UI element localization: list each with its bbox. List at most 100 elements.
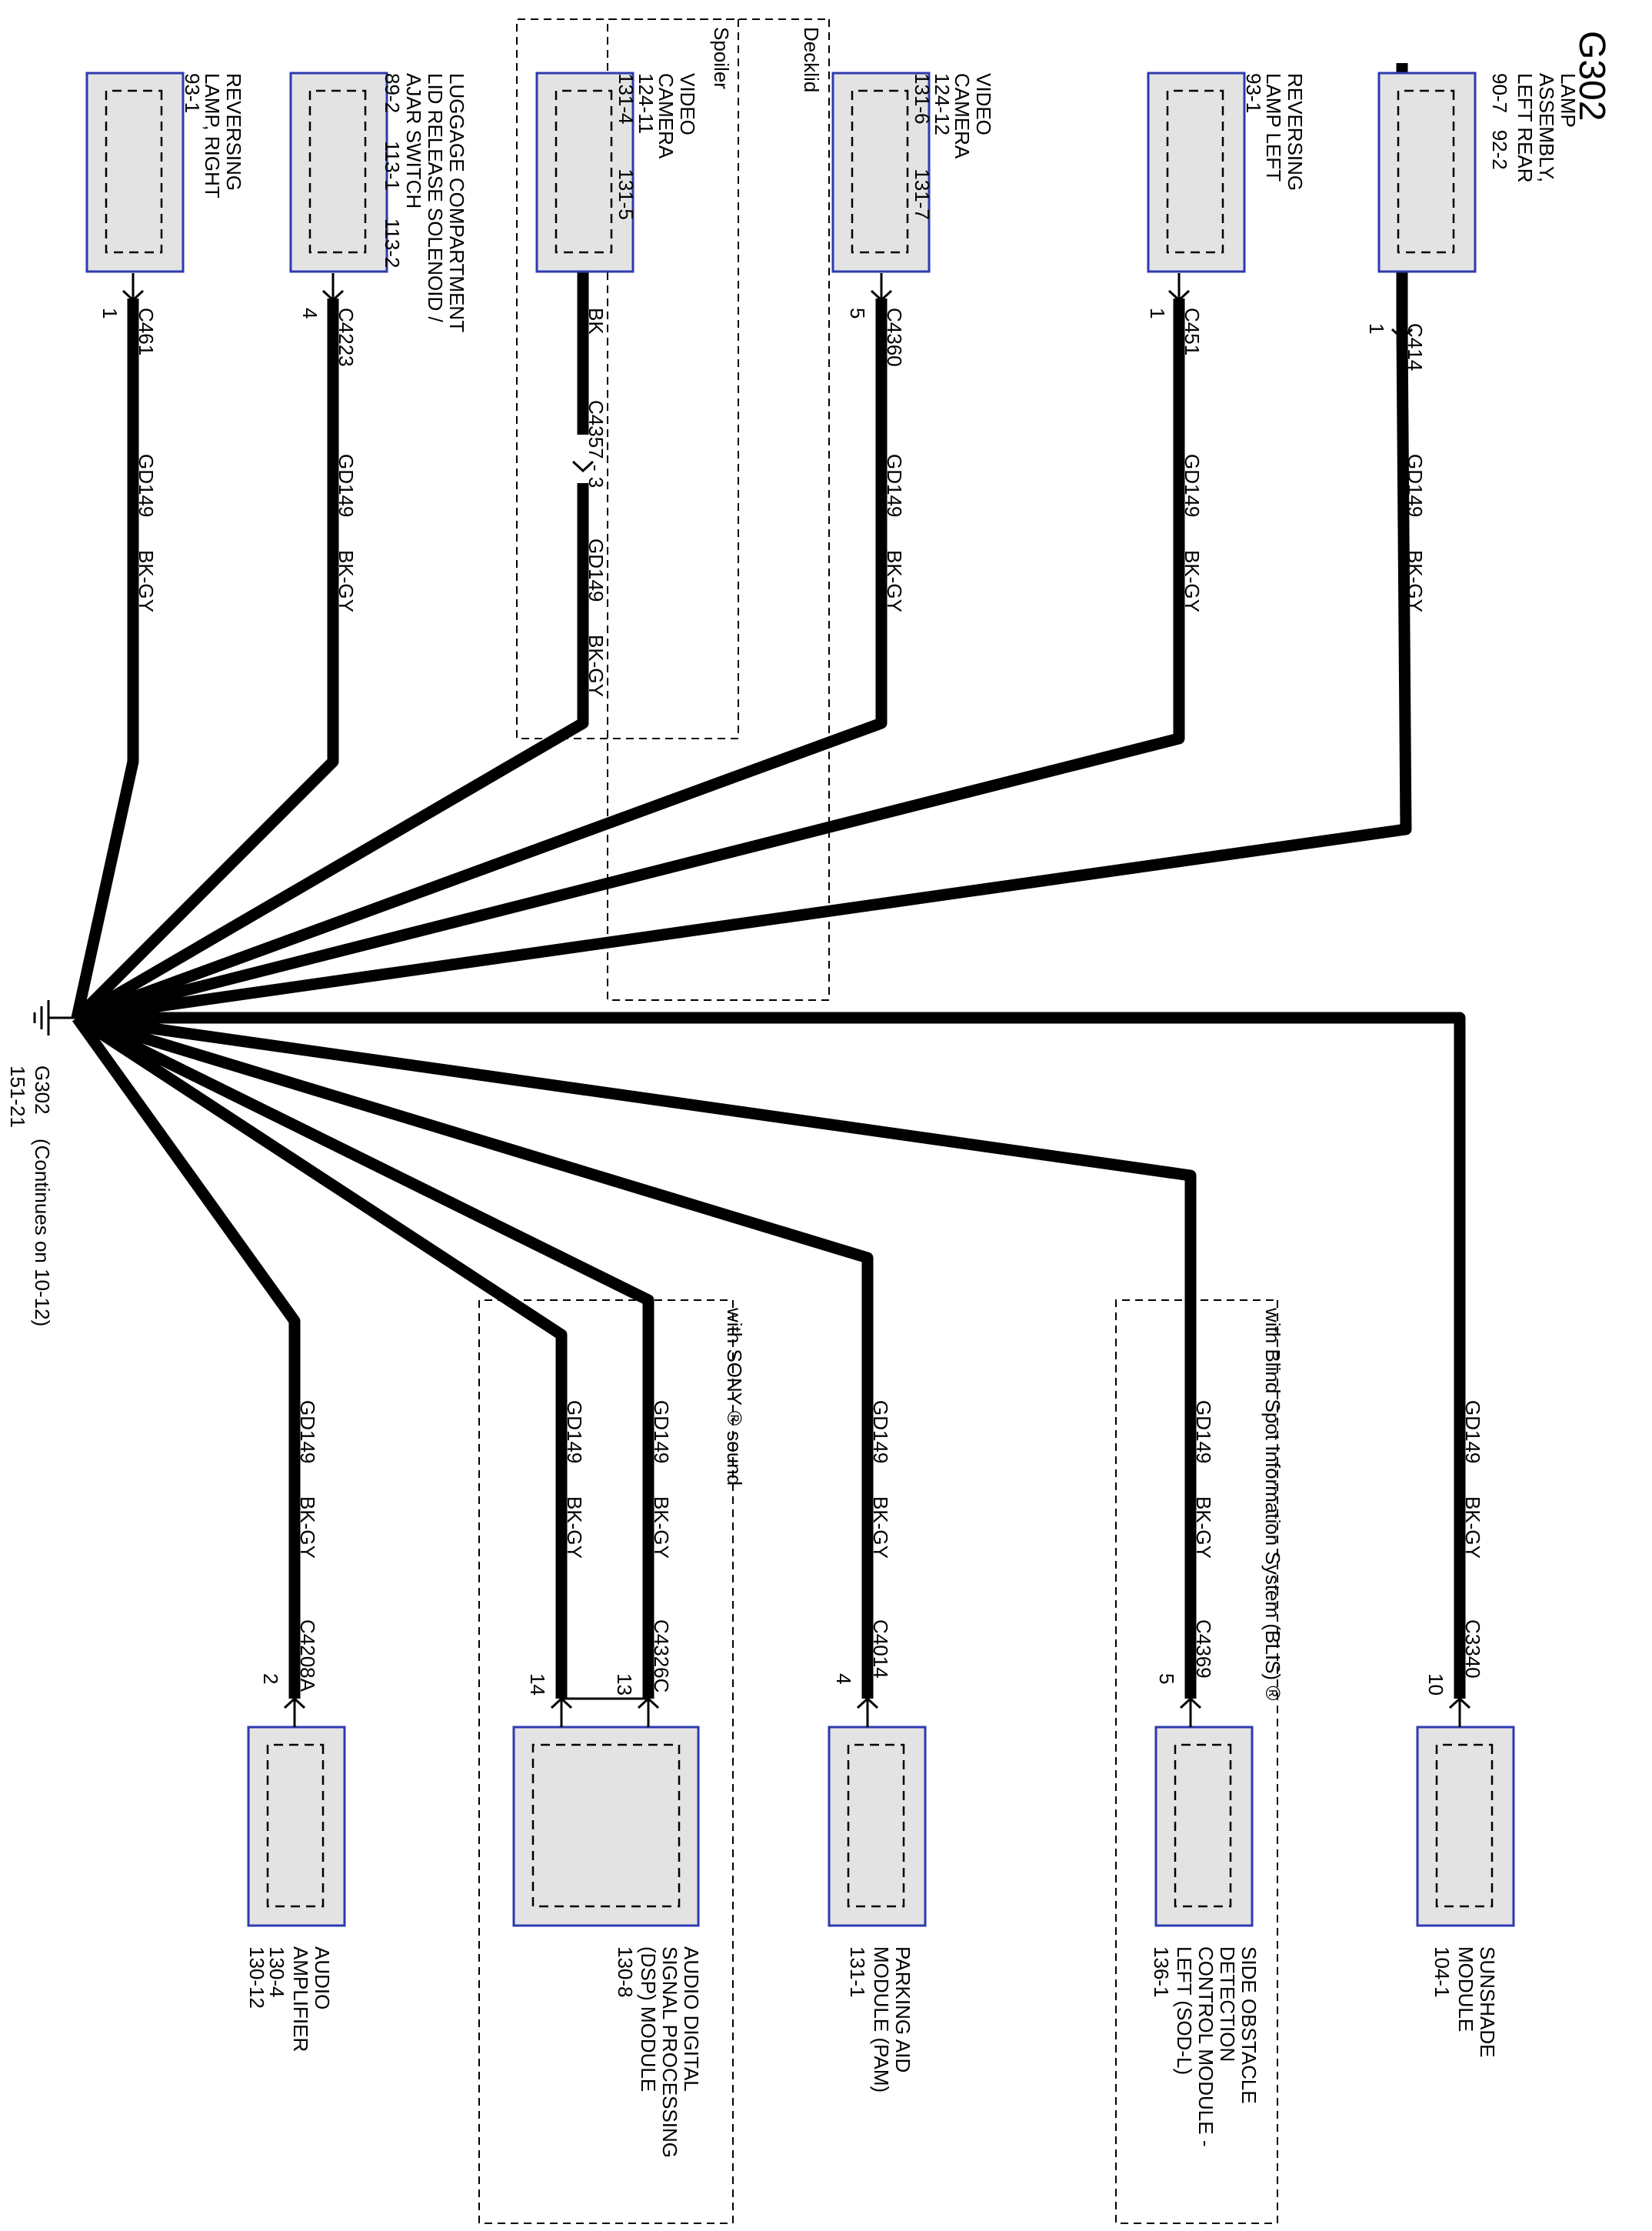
ground-name: G302 xyxy=(31,1065,54,1115)
pin-c4326c-14: 14 xyxy=(526,1673,549,1696)
connector-c4369: C4369 xyxy=(1192,1619,1215,1679)
label-luggage-compartment: LUGGAGE COMPARTMENT LID RELEASE SOLENOID… xyxy=(402,73,468,333)
module-reversing-lamp-right xyxy=(85,72,185,273)
wire-circuit-c4357: GD149 xyxy=(585,539,608,602)
label-sunshade-module: SUNSHADE MODULE xyxy=(1454,1946,1499,2058)
wire-color-c4208a: BK-GY xyxy=(296,1496,319,1559)
wire-c4326c-14 xyxy=(73,1012,568,1699)
pin-c4360: 5 xyxy=(846,308,869,319)
module-sod-l xyxy=(1154,1726,1254,1927)
module-reversing-lamp-left xyxy=(1147,72,1246,273)
pin-c414: 1 xyxy=(1365,323,1388,335)
module-video-camera-spoiler xyxy=(535,72,634,273)
label-lamp-assembly-left-rear: LAMP ASSEMBLY, LEFT REAR xyxy=(1514,73,1580,183)
pin-c3340: 10 xyxy=(1424,1673,1447,1696)
connector-c4360: C4360 xyxy=(883,308,906,367)
module-pam xyxy=(828,1726,927,1927)
refs-lamp-assembly-left-rear: 90-7 92-2 xyxy=(1488,73,1511,170)
label-dsp: AUDIO DIGITAL SIGNAL PROCESSING (DSP) MO… xyxy=(637,1946,703,2158)
wire-color-c4357-stub: BK xyxy=(585,308,608,335)
connector-c4014: C4014 xyxy=(869,1619,892,1679)
wire-c461 xyxy=(71,298,139,1019)
wire-c3340 xyxy=(77,1012,1466,1699)
connector-c451: C451 xyxy=(1181,308,1204,356)
wire-circuit-c4326c-14: GD149 xyxy=(563,1400,586,1464)
connector-c4208a: C4208A xyxy=(296,1619,319,1692)
module-lamp-assembly-left-rear xyxy=(1377,72,1477,273)
refs-video-camera-spoiler: 124-11 131-4 131-5 xyxy=(615,73,658,220)
connector-c4357: C4357 - 3 xyxy=(585,400,608,489)
connector-c414: C414 xyxy=(1404,323,1427,372)
wire-c4014 xyxy=(75,1012,874,1699)
module-video-camera-decklid xyxy=(831,72,931,273)
refs-reversing-lamp-left: 93-1 xyxy=(1242,73,1265,114)
pin-c4208a: 2 xyxy=(259,1673,282,1685)
label-audio-amplifier: AUDIO AMPLIFIER xyxy=(289,1946,334,2053)
pin-c4223: 4 xyxy=(298,308,321,319)
wire-circuit-c4208a: GD149 xyxy=(296,1400,319,1464)
connector-c4326c: C4326C xyxy=(650,1619,673,1693)
wire-circuit-c451: GD149 xyxy=(1181,454,1204,518)
refs-video-camera-decklid: 124-12 131-6 131-7 xyxy=(911,73,954,220)
group-box-sony xyxy=(478,1299,734,2224)
wire-c4357-b xyxy=(74,483,589,1023)
pin-c4014: 4 xyxy=(832,1673,855,1685)
wire-circuit-c4014: GD149 xyxy=(869,1400,892,1464)
pin-c4369: 5 xyxy=(1155,1673,1178,1685)
module-dsp xyxy=(512,1726,700,1927)
wire-color-c451: BK-GY xyxy=(1181,550,1204,612)
wire-circuit-c3340: GD149 xyxy=(1461,1400,1484,1464)
wire-circuit-c461: GD149 xyxy=(135,454,158,518)
connector-c3340: C3340 xyxy=(1461,1619,1484,1679)
label-video-camera-spoiler: VIDEO CAMERA xyxy=(654,73,699,159)
wire-c451 xyxy=(75,298,1185,1024)
refs-dsp: 130-8 xyxy=(614,1946,637,1998)
connector-c4223: C4223 xyxy=(335,308,358,367)
wire-color-c461: BK-GY xyxy=(135,550,158,612)
pin-c4326c-13: 13 xyxy=(613,1673,636,1696)
wire-circuit-c4223: GD149 xyxy=(335,454,358,518)
wire-c4369 xyxy=(75,1012,1197,1699)
wire-color-c4326c-14: BK-GY xyxy=(563,1496,586,1559)
refs-reversing-lamp-right: 93-1 xyxy=(181,73,204,114)
group-box-blis xyxy=(1115,1299,1278,2224)
wire-color-c3340: BK-GY xyxy=(1461,1496,1484,1559)
group-box-spoiler xyxy=(516,18,739,739)
wire-color-c4223: BK-GY xyxy=(335,550,358,612)
label-video-camera-decklid: VIDEO CAMERA xyxy=(951,73,995,159)
wire-c4223 xyxy=(72,298,339,1022)
module-sunshade xyxy=(1416,1726,1515,1927)
wire-circuit-c4369: GD149 xyxy=(1192,1400,1215,1464)
wire-color-c414: BK-GY xyxy=(1404,550,1427,612)
module-luggage-compartment xyxy=(289,72,388,273)
wire-c4360 xyxy=(75,298,888,1024)
refs-luggage-compartment: 89-2 113-1 113-2 xyxy=(381,73,404,268)
ground-ref: 151-21 xyxy=(6,1065,29,1128)
pin-c451: 1 xyxy=(1146,308,1169,319)
label-reversing-lamp-right: REVERSING LAMP, RIGHT xyxy=(201,73,245,198)
wire-circuit-c4326c-13: GD149 xyxy=(650,1400,673,1464)
group-label-decklid: Decklid xyxy=(800,27,823,93)
wire-circuit-c414: GD149 xyxy=(1404,454,1427,518)
wire-color-c4360: BK-GY xyxy=(883,550,906,612)
wire-color-c4357: BK-GY xyxy=(585,635,608,697)
wire-c4326c-13 xyxy=(74,1012,654,1699)
group-label-spoiler: Spoiler xyxy=(710,27,733,89)
label-pam: PARKING AID MODULE (PAM) xyxy=(870,1946,914,2093)
connector-c461: C461 xyxy=(135,308,158,356)
group-label-sony: with SONY ® sound xyxy=(723,1308,746,1486)
label-reversing-lamp-left: REVERSING LAMP LEFT xyxy=(1262,73,1307,192)
wire-circuit-c4360: GD149 xyxy=(883,454,906,518)
label-sod-l: SIDE OBSTACLE DETECTION CONTROL MODULE -… xyxy=(1173,1946,1261,2147)
module-audio-amplifier xyxy=(247,1726,346,1927)
pin-c461: 1 xyxy=(98,308,122,319)
wire-c4208a xyxy=(72,1014,301,1699)
refs-sod-l: 136-1 xyxy=(1150,1946,1173,1998)
wire-color-c4369: BK-GY xyxy=(1192,1496,1215,1559)
refs-pam: 131-1 xyxy=(846,1946,869,1998)
ground-note: (Continues on 10-12) xyxy=(31,1139,54,1327)
refs-sunshade-module: 104-1 xyxy=(1431,1946,1454,1998)
